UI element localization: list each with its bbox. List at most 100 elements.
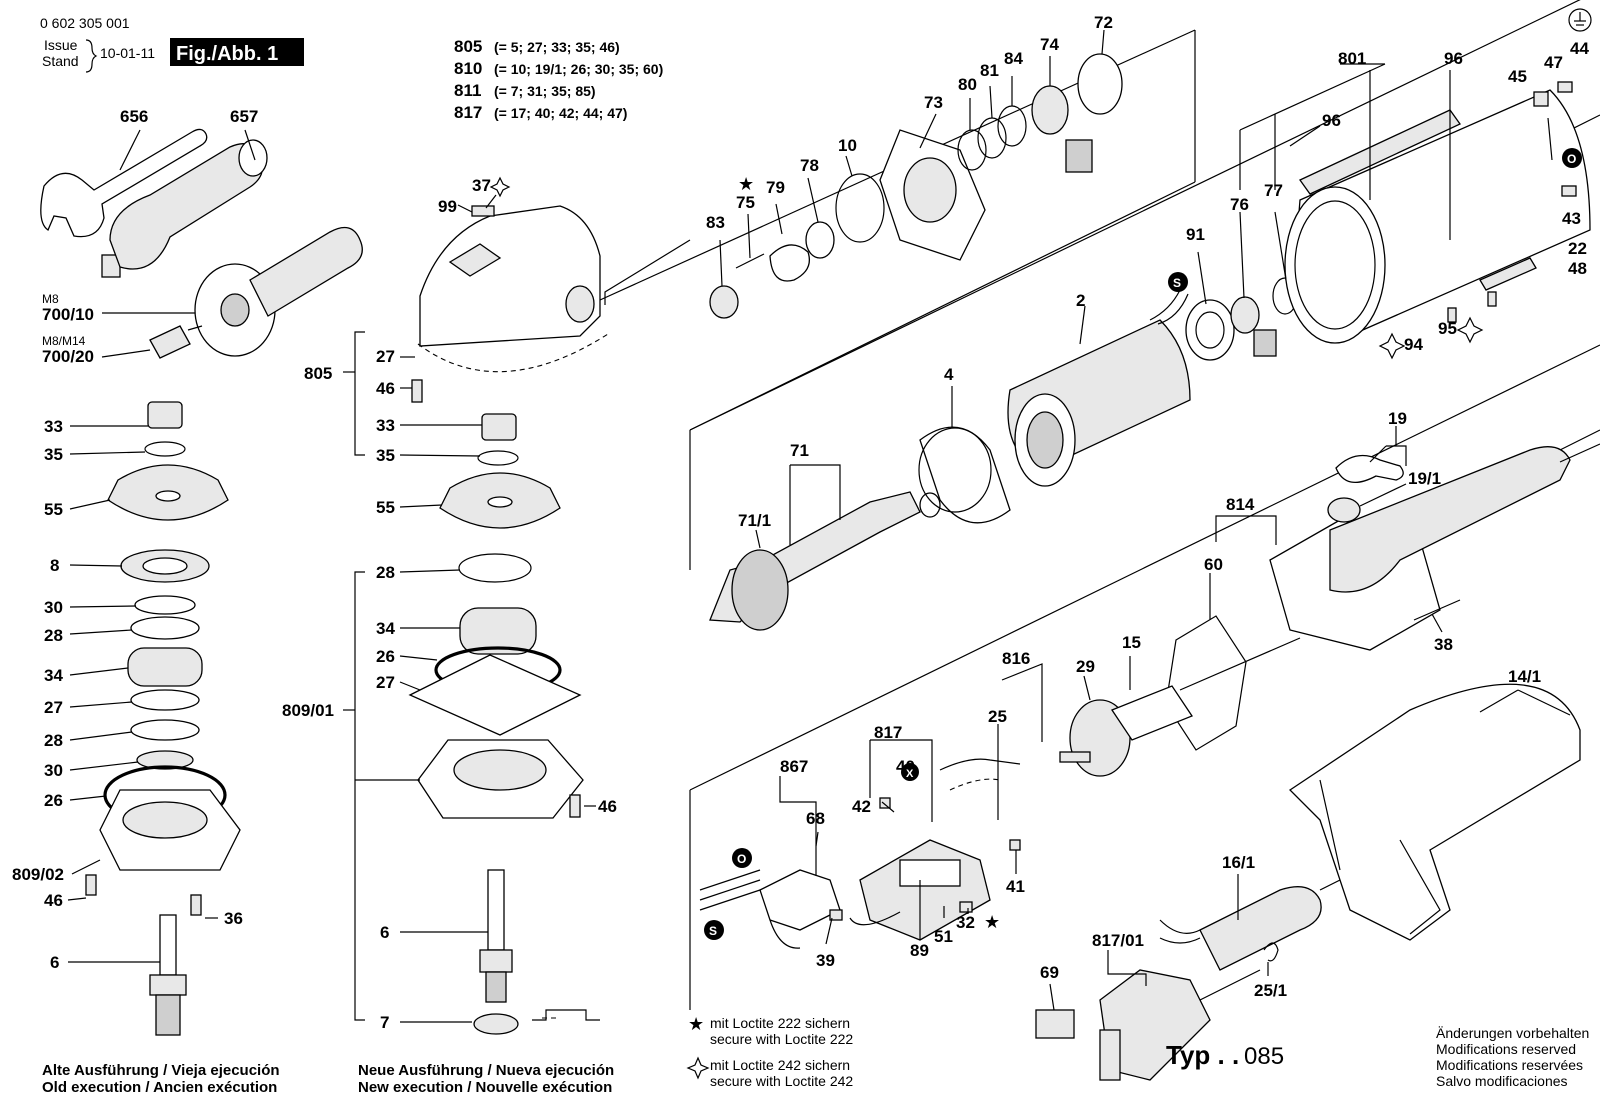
part-label: 27 [376,673,395,692]
part-label: 801 [1338,49,1366,68]
kit-id: 817 [454,103,482,122]
part-label: 96 [1322,111,1341,130]
brush-icon [1035,1009,1075,1039]
part-label: 55 [44,500,63,519]
cable-guard-icon [1199,886,1322,971]
part-label: 60 [1204,555,1223,574]
part-label: 27 [44,698,63,717]
part-label: 78 [800,156,819,175]
bearing-grease-icon [1253,329,1277,357]
part-label: 35 [376,446,395,465]
loctite-222-icon: ★ [984,912,1000,932]
part-label: 30 [44,598,63,617]
note-line: Salvo modificaciones [1436,1073,1568,1089]
part-label: 656 [120,107,148,126]
nut-icon [473,1013,519,1035]
stand-label: Stand [42,53,79,69]
drive-shaft-icon [1111,685,1193,741]
bearing-flange-group [709,53,1123,319]
figure-label-box [170,38,304,66]
footer: Alte Ausführung / Vieja ejecución Old ex… [42,1014,1589,1096]
loctite-222-icon: ★ [688,1014,704,1034]
gasket-icon [408,654,582,736]
screw-icon [1009,839,1021,851]
needle-bearing-icon [147,401,183,429]
washer-icon [134,595,196,615]
ring-icon [957,129,987,171]
issue-date: 10-01-11 [100,45,155,61]
part-label: 73 [924,93,943,112]
retaining-ring-icon [458,553,532,583]
ring-icon [1185,299,1235,361]
cover-plate-icon [769,244,811,282]
symbol-s-icon [1168,272,1188,292]
nameplate-icon [1299,109,1461,195]
screw-icon [1413,599,1461,621]
flange-icon [1077,53,1123,115]
ring-icon [130,616,200,640]
part-label: 46 [44,891,63,910]
figure-label: Fig./Abb. 1 [176,43,278,65]
needle-bearing-icon [481,413,517,441]
labels-left: 656 657 M8 700/10 M8/M14 700/20 33 35 55… [12,107,258,972]
note-line: Modifications reserved [1436,1041,1576,1057]
ball-bearing-icon [459,607,537,655]
symbol-s-text: S [1173,276,1181,290]
part-label: 33 [376,416,395,435]
part-label: 43 [1562,209,1581,228]
lever-icon [1335,454,1404,484]
nameplate-icon [1479,257,1537,291]
handle-shell-icon [1288,683,1581,941]
rear-handle-group [699,429,1600,1081]
part-label: 816 [1002,649,1030,668]
labels-top: 83 75 ★ 79 78 10 73 80 81 84 74 72 [706,13,1113,232]
part-label: 2 [1076,291,1085,310]
screw-icon [471,205,495,217]
part-label: 72 [1094,13,1113,32]
part-label: 19 [1388,409,1407,428]
part-label: 69 [1040,963,1059,982]
part-label: 35 [44,445,63,464]
part-label: 38 [1434,635,1453,654]
clip-icon [1263,942,1279,962]
part-label: 809/02 [12,865,64,884]
screw-icon [1447,307,1457,323]
screw-icon [190,894,202,916]
part-label: 79 [766,178,785,197]
commutator-icon [731,549,789,631]
ring-icon [130,719,200,741]
symbol-x-text: X [906,768,914,780]
bearing-grease-icon [1065,139,1093,173]
kit-id: 810 [454,59,482,78]
part-label: 8 [50,556,59,575]
type-number: 085 [1244,1043,1284,1070]
part-label: 4 [944,365,954,384]
loctite-222-icon: ★ [738,174,754,194]
legend-loctite-222: mit Loctite 222 sichern [710,1015,850,1031]
panel-frames [599,0,1600,1010]
part-label: 44 [1570,39,1589,58]
part-label: 700/20 [42,347,94,366]
symbol-o-icon [1562,148,1582,168]
gear-housing-icon [419,205,601,347]
part-label: 91 [1186,225,1205,244]
note-line: Änderungen vorbehalten [1436,1025,1589,1041]
connector-icon [759,869,841,931]
ring-icon [997,105,1027,147]
ball-bearing-icon [127,647,203,687]
screw-icon [411,379,423,403]
part-label: 19/1 [1408,469,1441,488]
symbol-x-icon [901,763,919,781]
screw-icon [1487,291,1497,307]
part-label: 37 [472,176,491,195]
part-label: 809/01 [282,701,334,720]
kit-id: 805 [454,37,482,56]
leader-lines-handle [779,426,1571,1011]
side-handle-icon [249,226,363,317]
note-line: Modifications reservées [1436,1057,1583,1073]
part-label: 25 [988,707,1007,726]
retaining-ring-icon [144,441,186,457]
type-label: Typ . . [1166,1040,1239,1070]
part-label: 39 [816,951,835,970]
